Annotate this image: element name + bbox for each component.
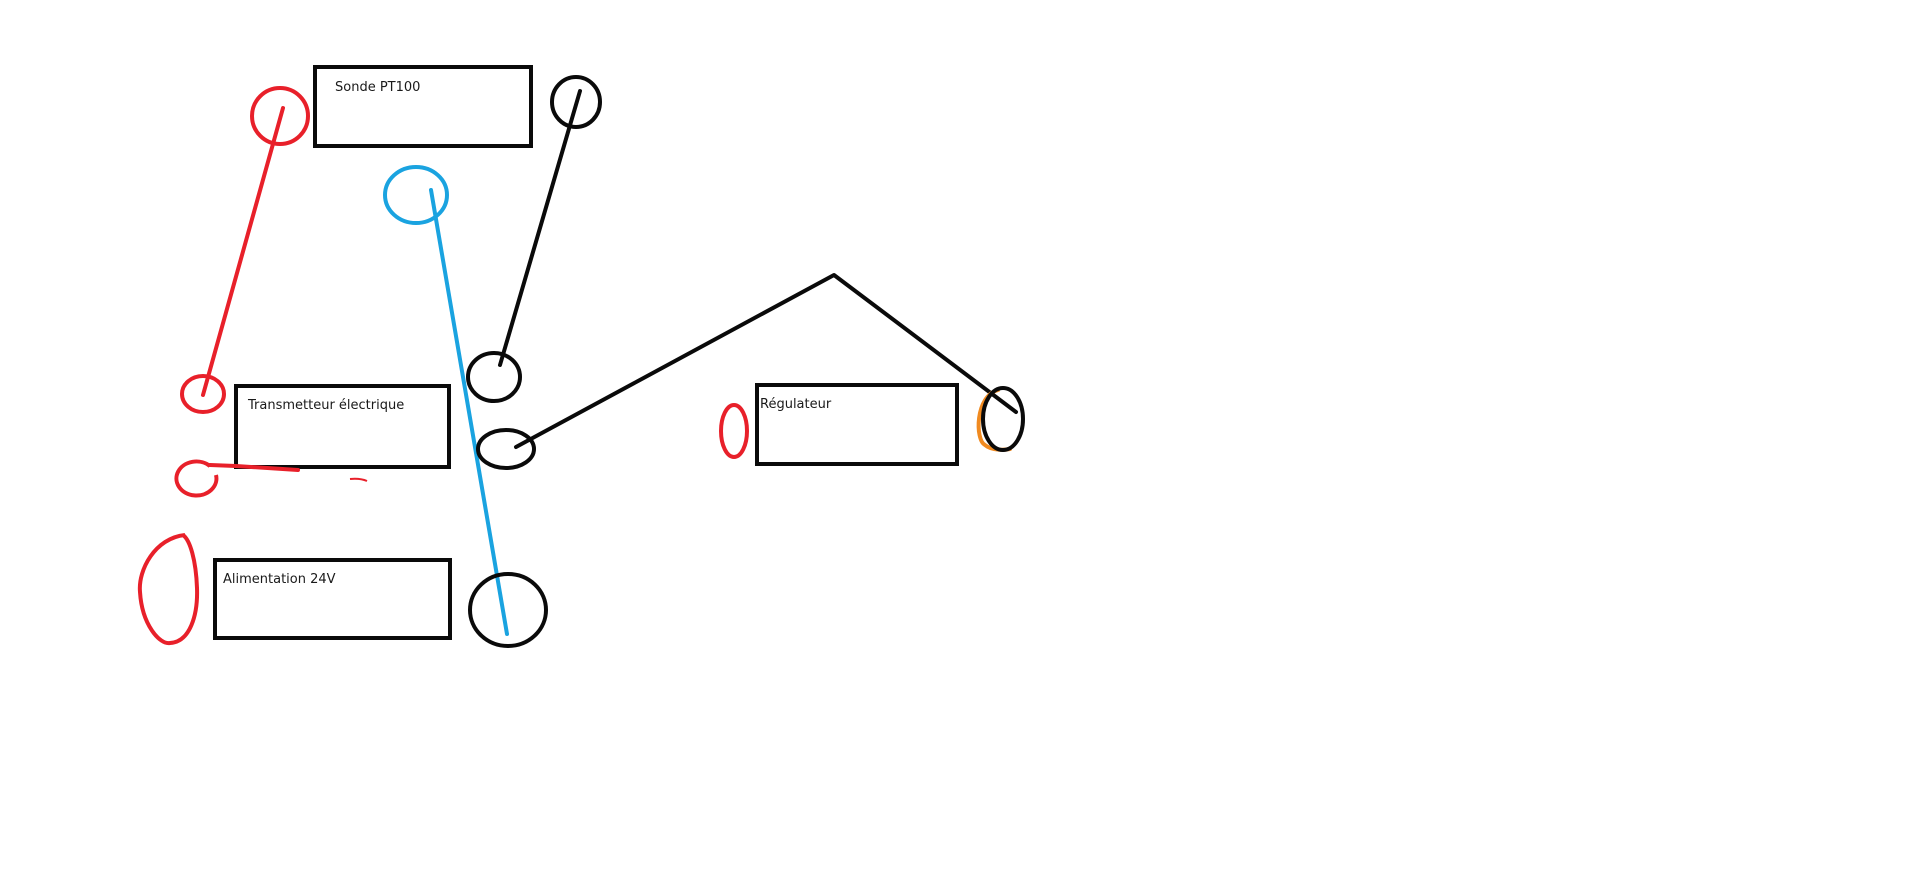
terminal-red-transmetteur-bottom bbox=[174, 459, 219, 498]
terminal-black-transmetteur-top bbox=[466, 351, 522, 403]
box-alimentation: Alimentation 24V bbox=[213, 558, 452, 640]
terminal-black-transmetteur-bottom bbox=[476, 428, 536, 470]
box-label-sonde: Sonde PT100 bbox=[335, 80, 420, 95]
terminal-black-sonde bbox=[550, 75, 602, 129]
box-label-transmetteur: Transmetteur électrique bbox=[247, 398, 404, 413]
terminal-red-alimentation bbox=[137, 533, 200, 646]
wire-red-stub bbox=[208, 463, 300, 472]
terminal-black-regulateur bbox=[981, 386, 1025, 452]
terminal-black-alimentation bbox=[468, 572, 548, 648]
terminal-red-transmetteur-top bbox=[180, 374, 226, 414]
wire-red-sonde-transmetteur bbox=[201, 106, 285, 397]
box-regulateur: Régulateur bbox=[755, 383, 959, 466]
box-sonde-pt100: Sonde PT100 bbox=[313, 65, 533, 148]
terminal-blue-sonde bbox=[383, 165, 449, 225]
wire-black-transmetteur-regulateur bbox=[514, 273, 1018, 449]
terminal-red-regulateur bbox=[719, 403, 749, 459]
wire-blue-sonde-alimentation bbox=[429, 188, 509, 636]
terminal-red-sonde bbox=[250, 86, 310, 146]
box-transmetteur: Transmetteur électrique bbox=[234, 384, 451, 469]
wire-black-sonde-transmetteur bbox=[498, 89, 582, 367]
wire-red-tail bbox=[349, 477, 368, 482]
box-label-alimentation: Alimentation 24V bbox=[223, 572, 336, 587]
box-label-regulateur: Régulateur bbox=[760, 397, 832, 412]
